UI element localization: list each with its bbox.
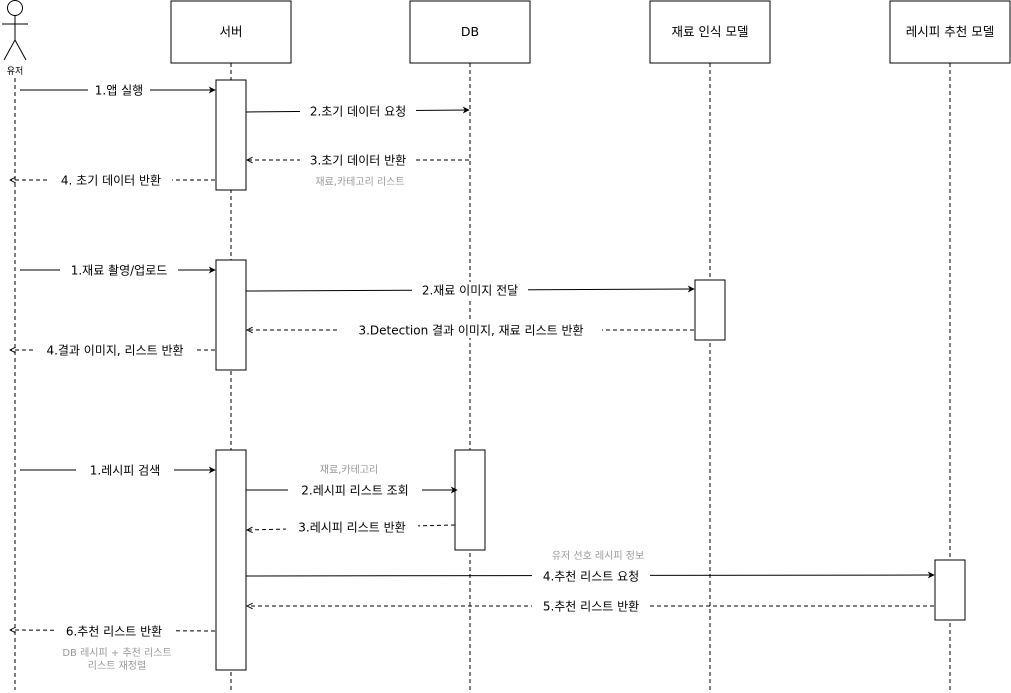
message-5-recommend-return: 5.추천 리스트 반환 (247, 598, 934, 614)
participant-label-recipe-model: 레시피 추천 모델 (906, 24, 994, 39)
user-actor[interactable]: 유저 (2, 0, 28, 78)
message-label: 2.재료 이미지 전달 (422, 284, 518, 298)
message-label: 1.재료 촬영/업로드 (71, 264, 168, 278)
message-2-init-data-request: 2.초기 데이터 요청 (245, 103, 470, 119)
lifelines (14, 63, 951, 690)
message-2-image-send: 2.재료 이미지 전달 (245, 282, 695, 298)
activation-ingredient-model (694, 279, 726, 341)
note-rerank-line2: 리스트 재정렬 (88, 659, 146, 672)
participant-label-db: DB (461, 24, 479, 39)
participant-ingredient-model[interactable]: 재료 인식 모델 (649, 0, 771, 64)
activation-server-3 (215, 449, 247, 671)
message-6-recommend-return-user: 6.추천 리스트 반환 (10, 623, 216, 639)
note-ingredient-category-list: 재료,카테고리 리스트 (315, 176, 404, 188)
actor-label-user: 유저 (7, 66, 24, 77)
activation-recipe-model (934, 559, 966, 621)
participant-label-ingredient-model: 재료 인식 모델 (672, 24, 749, 39)
activation-db (454, 449, 486, 551)
message-3-init-data-return: 3.초기 데이터 반환 (247, 152, 469, 168)
message-label: 4.추천 리스트 요청 (543, 569, 639, 584)
message-label: 6.추천 리스트 반환 (66, 624, 162, 639)
message-label: 3.Detection 결과 이미지, 재료 리스트 반환 (358, 324, 583, 338)
message-4-init-data-return-user: 4. 초기 데이터 반환 (10, 172, 215, 188)
message-label: 4.결과 이미지, 리스트 반환 (46, 344, 183, 358)
message-1-photo-upload: 1.재료 촬영/업로드 (20, 262, 216, 278)
message-label: 1.앱 실행 (95, 83, 143, 98)
message-4-recommend-request: 4.추천 리스트 요청 (245, 568, 935, 584)
note-rerank-line1: DB 레시피 + 추천 리스트 (62, 647, 171, 659)
participant-db[interactable]: DB (409, 0, 531, 64)
participant-server[interactable]: 서버 (170, 0, 292, 64)
message-label: 3.초기 데이터 반환 (310, 154, 406, 168)
message-4-result-return-user: 4.결과 이미지, 리스트 반환 (10, 342, 215, 358)
note-ingredient-category: 재료,카테고리 (320, 464, 378, 476)
message-label: 3.레시피 리스트 반환 (298, 521, 405, 535)
message-3-recipe-list-return: 3.레시피 리스트 반환 (247, 519, 456, 535)
stick-figure-icon (2, 0, 28, 61)
message-label: 4. 초기 데이터 반환 (61, 174, 161, 188)
message-1-recipe-search: 1.레시피 검색 (20, 462, 216, 478)
activation-server-1 (215, 79, 247, 191)
message-label: 1.레시피 검색 (90, 464, 160, 478)
message-3-detection-return: 3.Detection 결과 이미지, 재료 리스트 반환 (247, 322, 694, 338)
participant-label-server: 서버 (219, 24, 242, 39)
activation-bars (215, 79, 966, 671)
message-1-app-launch: 1.앱 실행 (20, 82, 216, 98)
note-user-preference: 유저 선호 레시피 정보 (552, 550, 644, 562)
message-2-recipe-list-query: 2.레시피 리스트 조회 (246, 482, 458, 498)
message-label: 5.추천 리스트 반환 (543, 599, 639, 614)
participant-recipe-model[interactable]: 레시피 추천 모델 (889, 0, 1011, 64)
activation-server-2 (215, 259, 247, 371)
message-label: 2.레시피 리스트 조회 (301, 484, 408, 498)
message-label: 2.초기 데이터 요청 (310, 105, 406, 119)
